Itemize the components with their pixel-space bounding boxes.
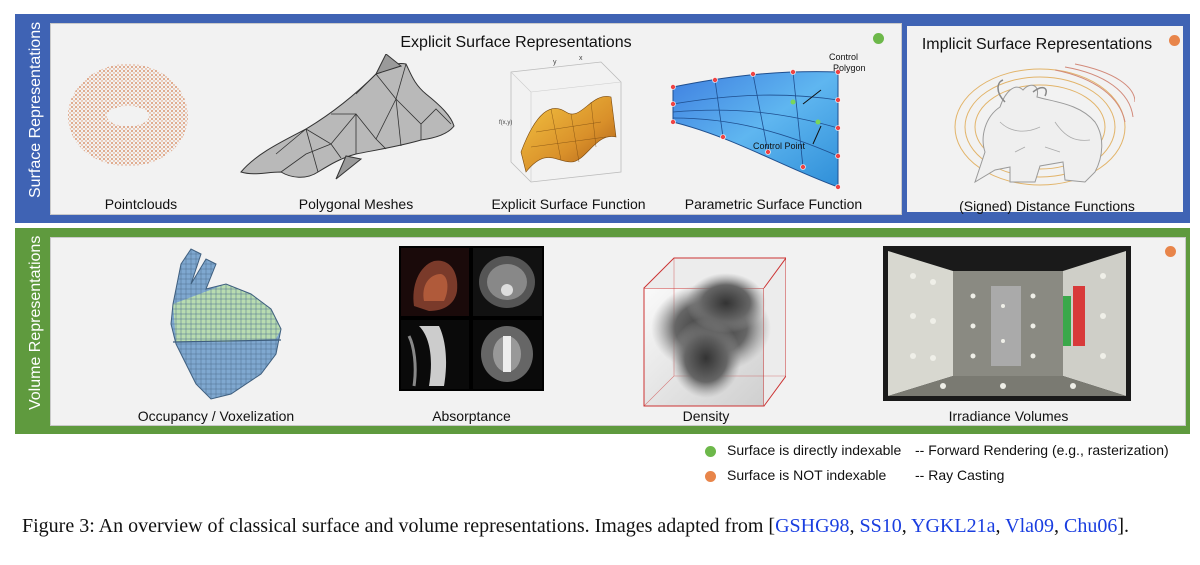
plot-x-axis-label: x <box>579 55 583 62</box>
caption-suffix: ]. <box>1117 515 1130 537</box>
implicit-surface-panel: Implicit Surface Representations (Signed… <box>904 23 1186 215</box>
implicit-surface-title: Implicit Surface Representations <box>921 36 1153 53</box>
control-polygon-label-line2: Polygon <box>833 63 866 73</box>
citation-link[interactable]: YGKL21a <box>911 515 996 537</box>
polygonal-mesh-dolphin-image <box>240 54 455 180</box>
plot-y-axis-label: y <box>553 59 557 66</box>
pointcloud-torus-image <box>68 64 188 166</box>
explicit-surface-panel: Explicit Surface Representations Pointcl… <box>50 23 902 215</box>
explicit-surface-title: Explicit Surface Representations <box>400 34 632 51</box>
not-indexable-indicator-dot <box>1165 246 1176 257</box>
surface-representations-frame: Surface Representations Explicit Surface… <box>15 14 1190 223</box>
caption-separator: , <box>995 515 1006 537</box>
control-polygon-label-line1: Control <box>829 52 858 62</box>
explicit-surface-plot-image: f(x,y) y x <box>499 55 622 183</box>
indexable-legend-dot <box>705 446 716 457</box>
volume-representations-frame: Volume Representations Occupancy / Voxel… <box>15 228 1190 434</box>
citation-link[interactable]: Chu06 <box>1064 515 1118 537</box>
density-caption: Density <box>682 408 730 424</box>
occupancy-voxelization-caption: Occupancy / Voxelization <box>137 408 295 424</box>
caption-prefix: Figure 3: An overview of classical surfa… <box>22 515 776 537</box>
parametric-surface-image: Control Polygon Control Point <box>670 52 866 190</box>
explicit-surface-function-caption: Explicit Surface Function <box>491 196 646 212</box>
legend-indexable-text: Surface is directly indexable <box>727 442 902 458</box>
legend: Surface is directly indexable -- Forward… <box>705 440 1195 496</box>
signed-distance-function-image <box>954 63 1135 186</box>
caption-separator: , <box>1054 515 1065 537</box>
citation-link[interactable]: SS10 <box>859 515 902 537</box>
volume-representations-panel: Occupancy / Voxelization Absorptance <box>50 237 1186 426</box>
polygonal-meshes-caption: Polygonal Meshes <box>298 196 414 212</box>
figure-caption: Figure 3: An overview of classical surfa… <box>22 515 1197 538</box>
ct-scan-absorptance-image <box>399 246 544 391</box>
control-point-label: Control Point <box>753 141 806 151</box>
surface-representations-label: Surface Representations <box>27 21 44 198</box>
absorptance-caption: Absorptance <box>432 408 511 424</box>
not-indexable-indicator-dot <box>1169 35 1180 46</box>
indexable-indicator-dot <box>873 33 884 44</box>
irradiance-volumes-image <box>883 246 1131 401</box>
legend-not-indexable-text: Surface is NOT indexable <box>727 467 887 483</box>
legend-not-indexable-method: -- Ray Casting <box>915 467 1005 483</box>
citation-link[interactable]: Vla09 <box>1005 515 1055 537</box>
irradiance-volumes-caption: Irradiance Volumes <box>948 408 1069 424</box>
legend-indexable-method: -- Forward Rendering (e.g., rasterizatio… <box>915 442 1169 458</box>
signed-distance-functions-caption: (Signed) Distance Functions <box>959 198 1135 214</box>
parametric-surface-function-caption: Parametric Surface Function <box>684 196 863 212</box>
plot-f-axis-label: f(x,y) <box>499 120 512 126</box>
citation-link[interactable]: GSHG98 <box>775 515 850 537</box>
density-cube-image <box>643 257 786 407</box>
pointclouds-caption: Pointclouds <box>104 196 178 212</box>
caption-separator: , <box>901 515 912 537</box>
not-indexable-legend-dot <box>705 471 716 482</box>
caption-separator: , <box>849 515 860 537</box>
voxel-bunny-image <box>170 248 282 400</box>
volume-representations-label: Volume Representations <box>27 235 44 410</box>
